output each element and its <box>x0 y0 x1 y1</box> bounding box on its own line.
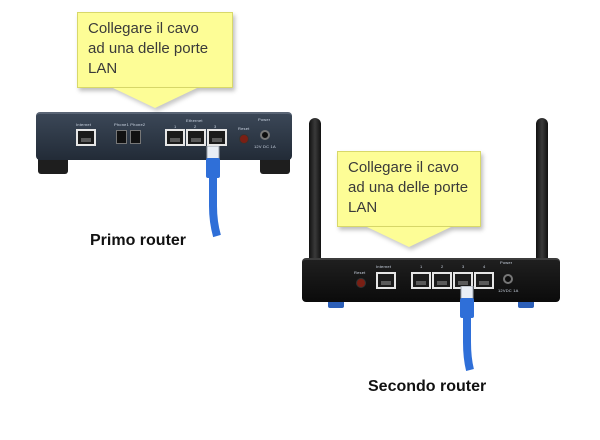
router-2-cable-boot <box>460 286 474 301</box>
router-1-internet-label: Internet <box>76 122 92 127</box>
router-1-cable-boot <box>206 146 220 161</box>
router-2-internet-label: Internet <box>376 264 392 269</box>
router-1-port-number-1: 1 <box>174 124 177 129</box>
router-1-phone-label: Phone1 Phone2 <box>114 122 146 127</box>
router-2-reset-label: Reset <box>354 270 366 275</box>
router-1-ethernet-label: Ethernet <box>186 118 203 123</box>
router-1-label: Primo router <box>90 232 187 249</box>
router-1-lan-port-2[interactable] <box>186 129 206 146</box>
router-1-lan-port-1[interactable] <box>165 129 185 146</box>
router-1-lan-port-3[interactable] <box>207 129 227 146</box>
router-2-port-number-3: 3 <box>462 264 465 269</box>
router-2-reset-button[interactable] <box>356 278 366 288</box>
router-2-ethernet-cable <box>460 286 474 371</box>
router-1-ethernet-cable <box>206 146 221 238</box>
router-1: Internet Phone1 Phone2 Ethernet 1 2 3 Re… <box>36 108 296 178</box>
router-2-antenna-left <box>309 118 321 278</box>
router-1-reset-button[interactable] <box>239 134 249 144</box>
router-2-lan-port-4[interactable] <box>474 272 494 289</box>
callout-2: Collegare il cavo ad una delle porte LAN <box>337 151 481 257</box>
callout-1: Collegare il cavo ad una delle porte LAN <box>77 12 233 116</box>
router-1-phone2-port[interactable] <box>130 130 141 144</box>
router-1-power-spec: 12V DC 1A <box>254 144 276 149</box>
router-2: Reset Internet 1 2 3 4 Power 12VDC 1A <box>300 118 562 318</box>
router-2-lan-port-2[interactable] <box>432 272 452 289</box>
router-2-label: Secondo router <box>368 378 487 395</box>
router-1-port-number-3: 3 <box>214 124 217 129</box>
router-2-cable-wire <box>463 318 474 371</box>
router-2-cable-plug <box>460 298 474 318</box>
callout-1-arrow <box>113 88 197 108</box>
callout-1-text: Collegare il cavo ad una delle porte LAN <box>77 12 233 88</box>
router-2-power-jack[interactable] <box>503 274 513 284</box>
router-1-power-jack[interactable] <box>260 130 270 140</box>
router-2-antenna-right <box>536 118 548 278</box>
router-2-port-number-2: 2 <box>441 264 444 269</box>
router-1-phone1-port[interactable] <box>116 130 127 144</box>
router-2-lan-port-1[interactable] <box>411 272 431 289</box>
router-2-port-number-1: 1 <box>420 264 423 269</box>
router-1-cable-wire <box>209 178 221 238</box>
router-1-power-label: Power <box>258 117 271 122</box>
router-2-back-panel <box>302 258 560 302</box>
router-1-cable-plug <box>206 158 220 178</box>
router-2-power-label: Power <box>500 260 513 265</box>
router-2-port-number-4: 4 <box>483 264 486 269</box>
router-1-internet-port[interactable] <box>76 129 96 146</box>
callout-2-arrow <box>367 227 451 247</box>
router-1-reset-label: Reset <box>238 126 250 131</box>
router-2-internet-port[interactable] <box>376 272 396 289</box>
router-2-power-spec: 12VDC 1A <box>498 288 519 293</box>
router-1-port-number-2: 2 <box>194 124 197 129</box>
callout-2-text: Collegare il cavo ad una delle porte LAN <box>337 151 481 227</box>
router-1-back-panel <box>36 112 292 160</box>
